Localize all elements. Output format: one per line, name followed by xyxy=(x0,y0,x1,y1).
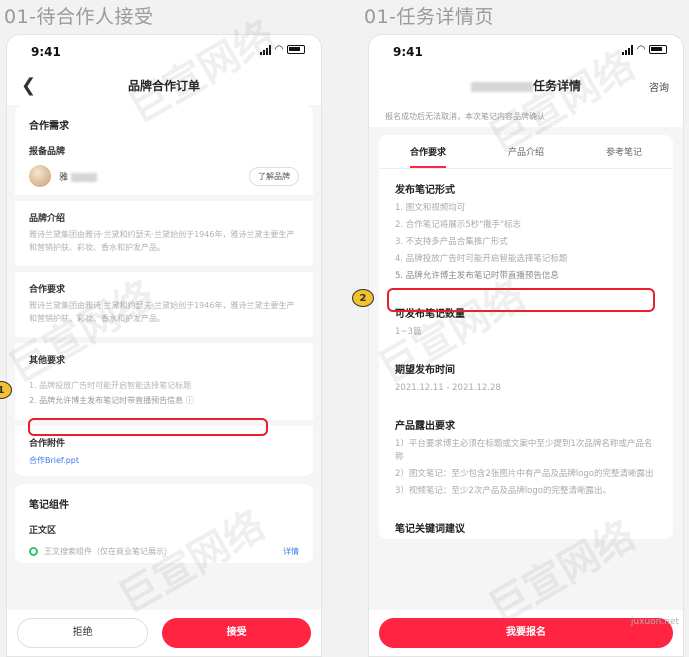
publish-item: 4. 品牌投放广告时可能开启智能选择笔记标题 xyxy=(395,254,568,264)
site-url: juxuon.net xyxy=(630,617,679,627)
body-area-label: 正文区 xyxy=(29,526,57,536)
signal-icon xyxy=(260,44,272,55)
publish-item: 2. 合作笔记将展示5秒"撒手"标志 xyxy=(395,220,522,230)
component-row[interactable]: 王文搜索组件（仅在商业笔记展示） 详情 xyxy=(15,540,313,563)
keyword-heading: 笔记关键词建议 xyxy=(395,524,465,535)
component-detail-link[interactable]: 详情 xyxy=(283,547,299,556)
nav-bar: 任务详情 咨询 xyxy=(369,67,683,105)
signup-note: 报名成功后无法取消，本次笔记内容品牌确认 xyxy=(369,105,683,127)
component-text: 王文搜索组件（仅在商业笔记展示） xyxy=(44,547,172,556)
learn-brand-button[interactable]: 了解品牌 xyxy=(249,166,299,186)
brand-row: 雅 了解品牌 xyxy=(15,161,313,195)
time-value: 2021.12.11 - 2021.12.28 xyxy=(395,383,501,393)
left-section-title: 01-待合作人接受 xyxy=(4,6,154,28)
left-highlight-box xyxy=(28,418,268,436)
notes-heading: 笔记组件 xyxy=(29,500,69,511)
other-item: 1. 品牌投放广告时可能开启智能选择笔记标题 xyxy=(29,381,192,390)
attachment-label: 合作附件 xyxy=(29,439,66,449)
publish-item: 3. 不支持多产品合集推广形式 xyxy=(395,237,508,247)
attachment-link[interactable]: 合作Brief.ppt xyxy=(29,456,79,465)
exposure-heading: 产品露出要求 xyxy=(395,421,455,432)
exposure-item: 3）视频笔记：至少2次产品及品牌logo的完整清晰露出。 xyxy=(395,486,611,496)
consult-button[interactable]: 咨询 xyxy=(649,83,669,94)
back-arrow-icon[interactable]: ❮ xyxy=(21,75,37,96)
bottom-action-bar: 拒绝 接受 xyxy=(7,610,321,656)
publish-item-highlight: 5. 品牌允许博主发布笔记时带直播预告信息 xyxy=(395,271,559,281)
right-section-title: 01-任务详情页 xyxy=(364,6,495,28)
exposure-item: 2）图文笔记：至少包含2张图片中有产品及品牌logo的完整清晰露出 xyxy=(395,469,654,479)
status-bar: 9:41 ◠ xyxy=(369,35,683,67)
order-content: 合作需求 报备品牌 雅 了解品牌 品牌介绍 雅诗兰黛集团由雅诗·兰黛和约瑟夫·兰… xyxy=(7,105,321,610)
status-time: 9:41 xyxy=(31,45,61,59)
brand-name: 雅 xyxy=(59,170,97,183)
wifi-icon: ◠ xyxy=(637,44,645,55)
tab-requirements[interactable]: 合作要求 xyxy=(409,145,446,168)
requirement-label: 合作要求 xyxy=(29,285,66,295)
cooperation-heading: 合作需求 xyxy=(29,121,69,132)
reject-button[interactable]: 拒绝 xyxy=(17,618,149,648)
brand-avatar xyxy=(29,165,51,187)
tab-reference-notes[interactable]: 参考笔记 xyxy=(605,148,642,158)
right-highlight-box xyxy=(387,288,655,312)
check-circle-icon xyxy=(29,547,38,556)
intro-text: 雅诗兰黛集团由雅诗·兰黛和约瑟夫·兰黛始创于1946年，雅诗兰黛主要生产和营销护… xyxy=(29,230,295,252)
accept-button[interactable]: 接受 xyxy=(162,618,311,648)
signal-icon xyxy=(622,44,634,55)
requirement-text: 雅诗兰黛集团由雅诗·兰黛和约瑟夫·兰黛始创于1946年，雅诗兰黛主要生产和营销护… xyxy=(29,301,295,323)
cooperation-card: 合作需求 报备品牌 雅 了解品牌 品牌介绍 雅诗兰黛集团由雅诗·兰黛和约瑟夫·兰… xyxy=(15,105,313,476)
nav-bar: ❮ 品牌合作订单 xyxy=(7,67,321,105)
publish-item: 1. 图文和视频均可 xyxy=(395,203,466,213)
intro-label: 品牌介绍 xyxy=(29,214,66,224)
other-label: 其他要求 xyxy=(29,356,66,366)
status-bar: 9:41 ◠ xyxy=(7,35,321,67)
task-tabs: 合作要求 产品介绍 参考笔记 xyxy=(379,135,673,169)
publish-form-heading: 发布笔记形式 xyxy=(395,185,455,196)
exposure-item: 1）平台要求博主必须在标题或文案中至少提到1次品牌名称或产品名称 xyxy=(395,439,653,462)
page-title: 任务详情 xyxy=(470,79,581,93)
time-heading: 期望发布时间 xyxy=(395,365,455,376)
wifi-icon: ◠ xyxy=(275,44,283,55)
annotation-marker-2: 2 xyxy=(352,289,374,307)
brand-label: 报备品牌 xyxy=(29,147,66,157)
other-item-highlight: 2. 品牌允许博主发布笔记时带直播预告信息 ⓘ xyxy=(29,396,194,405)
tab-product-intro[interactable]: 产品介绍 xyxy=(507,148,544,158)
battery-icon xyxy=(287,45,305,54)
task-card: 合作要求 产品介绍 参考笔记 发布笔记形式 1. 图文和视频均可 2. 合作笔记… xyxy=(379,135,673,539)
count-value: 1~3篇 xyxy=(395,327,422,337)
task-content: 报名成功后无法取消，本次笔记内容品牌确认 合作要求 产品介绍 参考笔记 发布笔记… xyxy=(369,105,683,610)
right-phone-screen: 9:41 ◠ 任务详情 咨询 报名成功后无法取消，本次笔记内容品牌确认 合作要求… xyxy=(368,34,684,657)
notes-component-card: 笔记组件 正文区 王文搜索组件（仅在商业笔记展示） 详情 xyxy=(15,484,313,563)
signup-button[interactable]: 我要报名 xyxy=(379,618,673,648)
count-heading: 可发布笔记数量 xyxy=(395,309,465,320)
status-time: 9:41 xyxy=(393,45,423,59)
left-phone-screen: 9:41 ◠ ❮ 品牌合作订单 合作需求 报备品牌 雅 了解品牌 品牌介绍 雅诗… xyxy=(6,34,322,657)
page-title: 品牌合作订单 xyxy=(127,79,200,93)
battery-icon xyxy=(649,45,667,54)
bottom-action-bar: 我要报名 xyxy=(369,610,683,656)
